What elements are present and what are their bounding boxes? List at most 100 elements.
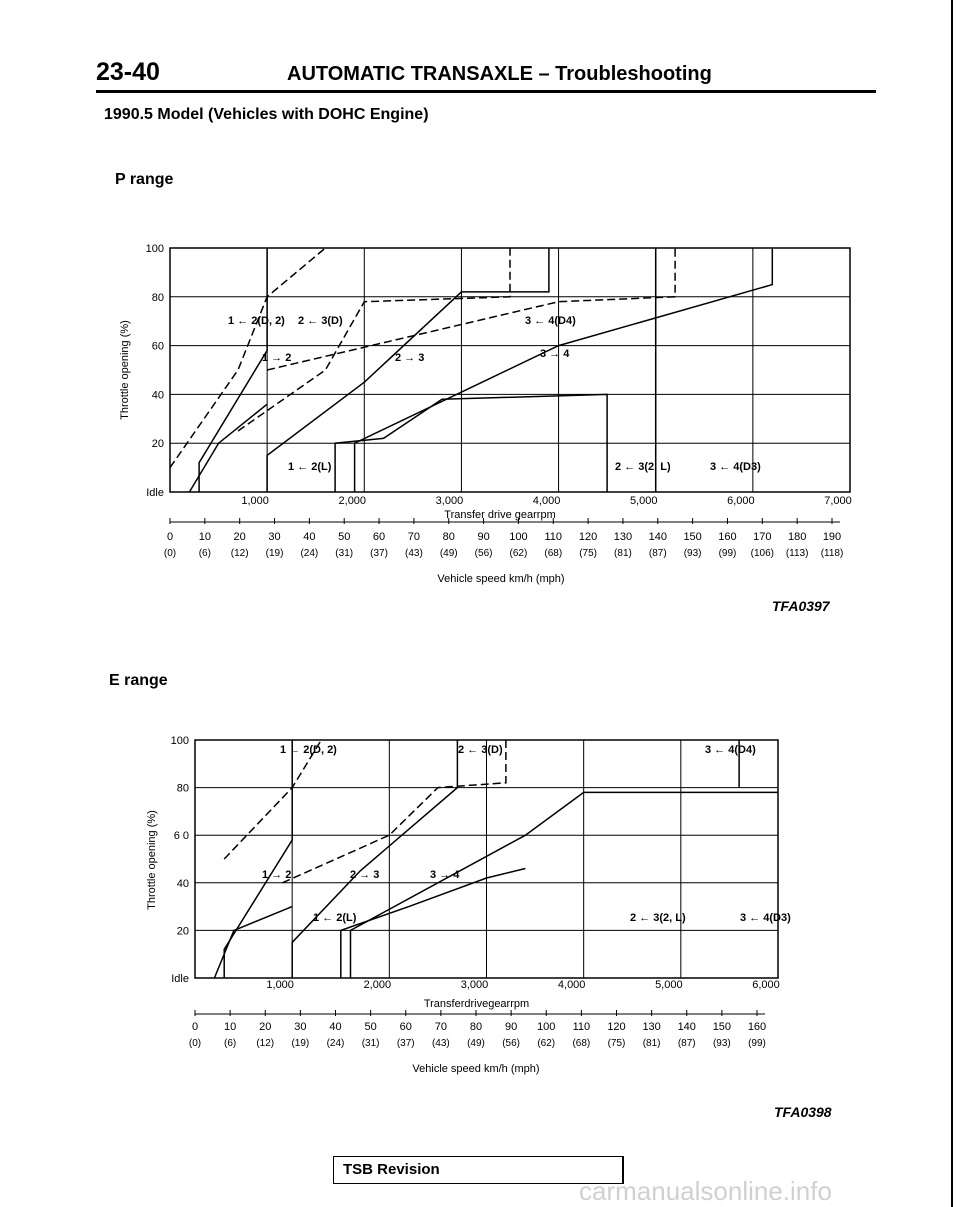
y-axis-label: Throttle opening (%) (146, 810, 158, 910)
shift-annotation: 3 → 4 (540, 348, 570, 360)
shift-line (223, 740, 293, 978)
speed-tick-mph: (43) (405, 548, 423, 559)
shift-annotation: 1 ← 2(D, 2) (280, 744, 337, 756)
shift-line (188, 403, 268, 493)
shift-annotation: 3 ← 4(D4) (525, 315, 576, 327)
speed-tick-mph: (113) (786, 548, 809, 559)
speed-tick-kmh: 120 (579, 531, 597, 543)
speed-tick-mph: (6) (199, 548, 211, 559)
speed-tick-mph: (75) (608, 1038, 626, 1049)
shift-line (340, 867, 526, 978)
speed-tick-mph: (81) (643, 1038, 661, 1049)
speed-tick-mph: (87) (649, 548, 667, 559)
speed-tick-kmh: 130 (614, 531, 632, 543)
shift-line (353, 248, 774, 492)
y-tick-label: 100 (146, 243, 164, 255)
speed-tick-mph: (0) (189, 1038, 201, 1049)
x-axis-label: Transfer drive gearrpm (444, 509, 555, 521)
speed-tick-kmh: 20 (259, 1021, 271, 1033)
speed-tick-kmh: 160 (748, 1021, 766, 1033)
speed-tick-mph: (81) (614, 548, 632, 559)
speed-tick-mph: (49) (440, 548, 458, 559)
y-tick-label: 20 (177, 925, 189, 937)
speed-tick-mph: (37) (370, 548, 388, 559)
speed-tick-kmh: 10 (224, 1021, 236, 1033)
speed-tick-kmh: 30 (268, 531, 280, 543)
speed-tick-kmh: 80 (443, 531, 455, 543)
speed-tick-kmh: 40 (303, 531, 315, 543)
speed-tick-kmh: 150 (713, 1021, 731, 1033)
speed-tick-mph: (0) (164, 548, 176, 559)
x-tick-label: 6,000 (727, 495, 755, 507)
speed-tick-mph: (24) (327, 1038, 345, 1049)
speed-tick-kmh: 190 (823, 531, 841, 543)
x-tick-label: 7,000 (824, 495, 852, 507)
shift-line (266, 248, 550, 492)
shift-line (334, 393, 608, 492)
speed-tick-mph: (24) (300, 548, 318, 559)
y-tick-label: 100 (171, 735, 189, 747)
speed-tick-mph: (118) (821, 548, 844, 559)
x-tick-label: 5,000 (655, 979, 683, 991)
speed-tick-mph: (43) (432, 1038, 450, 1049)
speed-tick-mph: (12) (256, 1038, 274, 1049)
speed-tick-kmh: 170 (753, 531, 771, 543)
speed-tick-kmh: 60 (373, 531, 385, 543)
x-tick-label: 3,000 (436, 495, 464, 507)
shift-annotation: 2 ← 3(2, L) (630, 912, 686, 924)
shift-annotation: 1 ← 2(L) (288, 461, 332, 473)
speed-tick-mph: (93) (713, 1038, 731, 1049)
x-axis-label: Transferdrivegearrpm (424, 998, 529, 1010)
shift-annotation: 3 ← 4(D3) (740, 912, 791, 924)
speed-tick-mph: (56) (502, 1038, 520, 1049)
speed-tick-kmh: 70 (435, 1021, 447, 1033)
speed-tick-kmh: 80 (470, 1021, 482, 1033)
shift-annotation: 2 ← 3(D) (298, 315, 343, 327)
speed-tick-mph: (12) (231, 548, 249, 559)
y-tick-label: 20 (152, 438, 164, 450)
x-tick-label: 2,000 (339, 495, 367, 507)
tsb-revision-label: TSB Revision (343, 1161, 440, 1178)
shift-line (291, 740, 459, 978)
shift-annotation: 1 ← 2(D, 2) (228, 315, 285, 327)
speed-tick-kmh: 130 (642, 1021, 660, 1033)
speed-tick-kmh: 60 (400, 1021, 412, 1033)
speed-tick-mph: (87) (678, 1038, 696, 1049)
speed-tick-mph: (106) (751, 548, 774, 559)
x-tick-label: 2,000 (364, 979, 392, 991)
header-rule (96, 90, 876, 93)
x-tick-label: 3,000 (461, 979, 489, 991)
p-range-figure-code: TFA0397 (772, 598, 830, 614)
speed-tick-mph: (99) (719, 548, 737, 559)
speed-tick-kmh: 10 (199, 531, 211, 543)
speed-tick-kmh: 110 (544, 531, 562, 543)
speed-tick-kmh: 100 (537, 1021, 555, 1033)
shift-line (237, 248, 511, 432)
speed-tick-kmh: 30 (294, 1021, 306, 1033)
x-tick-label: 6,000 (752, 979, 780, 991)
speed-tick-kmh: 0 (167, 531, 173, 543)
speed-tick-mph: (31) (362, 1038, 380, 1049)
page-number: 23-40 (96, 58, 160, 86)
x-tick-label: 4,000 (558, 979, 586, 991)
speed-tick-kmh: 180 (788, 531, 806, 543)
page-title: AUTOMATIC TRANSAXLE – Troubleshooting (287, 63, 712, 85)
speed-tick-kmh: 90 (505, 1021, 517, 1033)
speed-tick-mph: (68) (572, 1038, 590, 1049)
shift-line (266, 248, 676, 371)
speed-tick-kmh: 150 (683, 531, 701, 543)
y-tick-label: Idle (171, 973, 189, 985)
speed-tick-mph: (93) (684, 548, 702, 559)
speed-axis-label: Vehicle speed km/h (mph) (437, 573, 564, 585)
e-range-title: E range (109, 672, 168, 689)
speed-tick-kmh: 50 (365, 1021, 377, 1033)
y-axis-label: Throttle opening (%) (119, 320, 131, 420)
speed-tick-kmh: 50 (338, 531, 350, 543)
speed-tick-kmh: 120 (607, 1021, 625, 1033)
shift-annotation: 1 → 2 (262, 352, 291, 364)
p-range-title: P range (115, 171, 174, 188)
y-tick-label: 60 (152, 341, 164, 353)
x-tick-label: 5,000 (630, 495, 658, 507)
shift-line (213, 905, 293, 979)
shift-line (198, 248, 268, 492)
